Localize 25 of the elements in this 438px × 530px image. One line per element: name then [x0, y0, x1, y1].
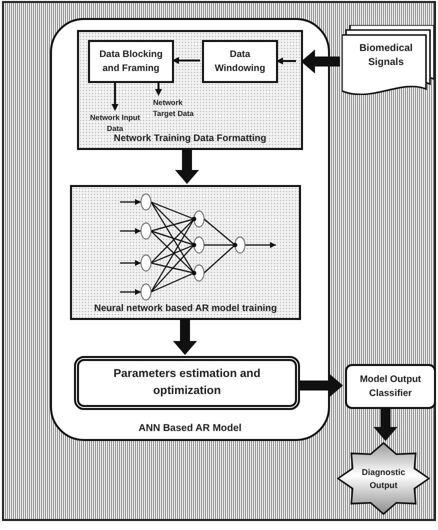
- arrow: [175, 149, 199, 184]
- section-title: ANN Based AR Model: [138, 422, 242, 436]
- node-label: Data Windowing: [214, 48, 266, 76]
- arrow: [112, 82, 118, 111]
- node-label: Parameters estimation and optimization: [112, 367, 262, 399]
- section-title: Network Training Data Formatting: [112, 132, 268, 146]
- node-label: Biomedical Signals: [358, 42, 414, 70]
- arrow: [374, 408, 398, 441]
- section-title: Neural network based AR model training: [93, 302, 278, 316]
- process-box: [345, 364, 436, 409]
- arrow: [155, 82, 162, 96]
- arrow: [276, 58, 296, 64]
- process-box: [202, 40, 278, 83]
- process-box: [74, 356, 300, 410]
- section-box: [70, 185, 301, 320]
- node-label: Diagnostic Output: [360, 466, 406, 491]
- node-label: Data Blocking and Framing: [98, 48, 164, 76]
- process-box: [88, 40, 174, 83]
- arrow: [301, 50, 340, 74]
- section-box: [77, 30, 303, 150]
- arrow: [172, 57, 200, 64]
- model-panel: [50, 18, 330, 441]
- arrow: [173, 319, 197, 355]
- arrow: [298, 374, 343, 398]
- node-label: Model Output Classifier: [358, 372, 422, 400]
